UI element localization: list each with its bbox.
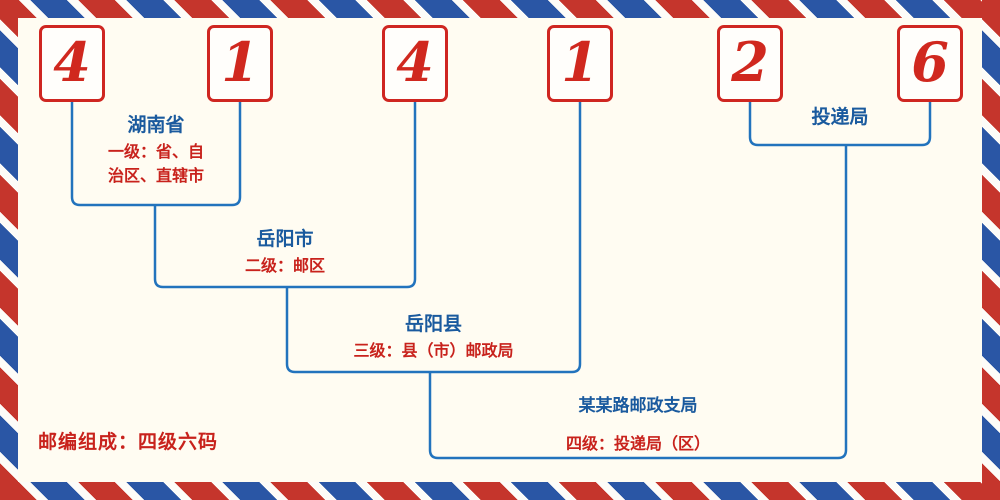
postal-digit-6: 6 [911,29,949,94]
digit-box-4: 1 [547,25,613,102]
delivery-office-name: 投递局 [811,107,869,128]
level-3-desc: 三级：县（市）邮政局 [353,342,514,360]
postal-code-composition-caption: 邮编组成：四级六码 [38,432,219,453]
postal-digit-1: 4 [53,29,91,94]
level-2-place-name: 岳阳市 [256,229,314,250]
level-3-place-name: 岳阳县 [404,314,462,335]
level-1-desc-line-2: 治区、直辖市 [107,167,204,185]
level-4-label: 某某路邮政支局 四级：投递局（区） [430,393,846,457]
digit-box-1: 4 [39,25,105,102]
postal-digit-4: 1 [561,29,599,94]
postal-digit-3: 4 [396,29,434,94]
level-2-label: 岳阳市 二级：邮区 [155,226,415,279]
level-4-desc: 四级：投递局（区） [565,435,710,453]
digit-box-6: 6 [897,25,963,102]
digit-box-2: 1 [207,25,273,102]
airmail-border-bottom [0,482,1000,500]
level-2-desc: 二级：邮区 [244,257,325,275]
level-1-desc-line-1: 一级：省、自 [107,143,204,161]
delivery-office-label: 投递局 [750,104,930,133]
digit-box-5: 2 [717,25,783,102]
airmail-border-top [0,0,1000,18]
level-1-place-name: 湖南省 [127,115,185,136]
postal-digit-5: 2 [731,29,769,94]
level-4-place-name: 某某路邮政支局 [578,396,698,415]
airmail-border-left [0,0,18,500]
level-3-label: 岳阳县 三级：县（市）邮政局 [287,311,580,364]
digit-box-3: 4 [382,25,448,102]
postal-digit-2: 1 [221,29,259,94]
airmail-border-right [982,0,1000,500]
level-1-label: 湖南省 一级：省、自 治区、直辖市 [72,112,240,189]
